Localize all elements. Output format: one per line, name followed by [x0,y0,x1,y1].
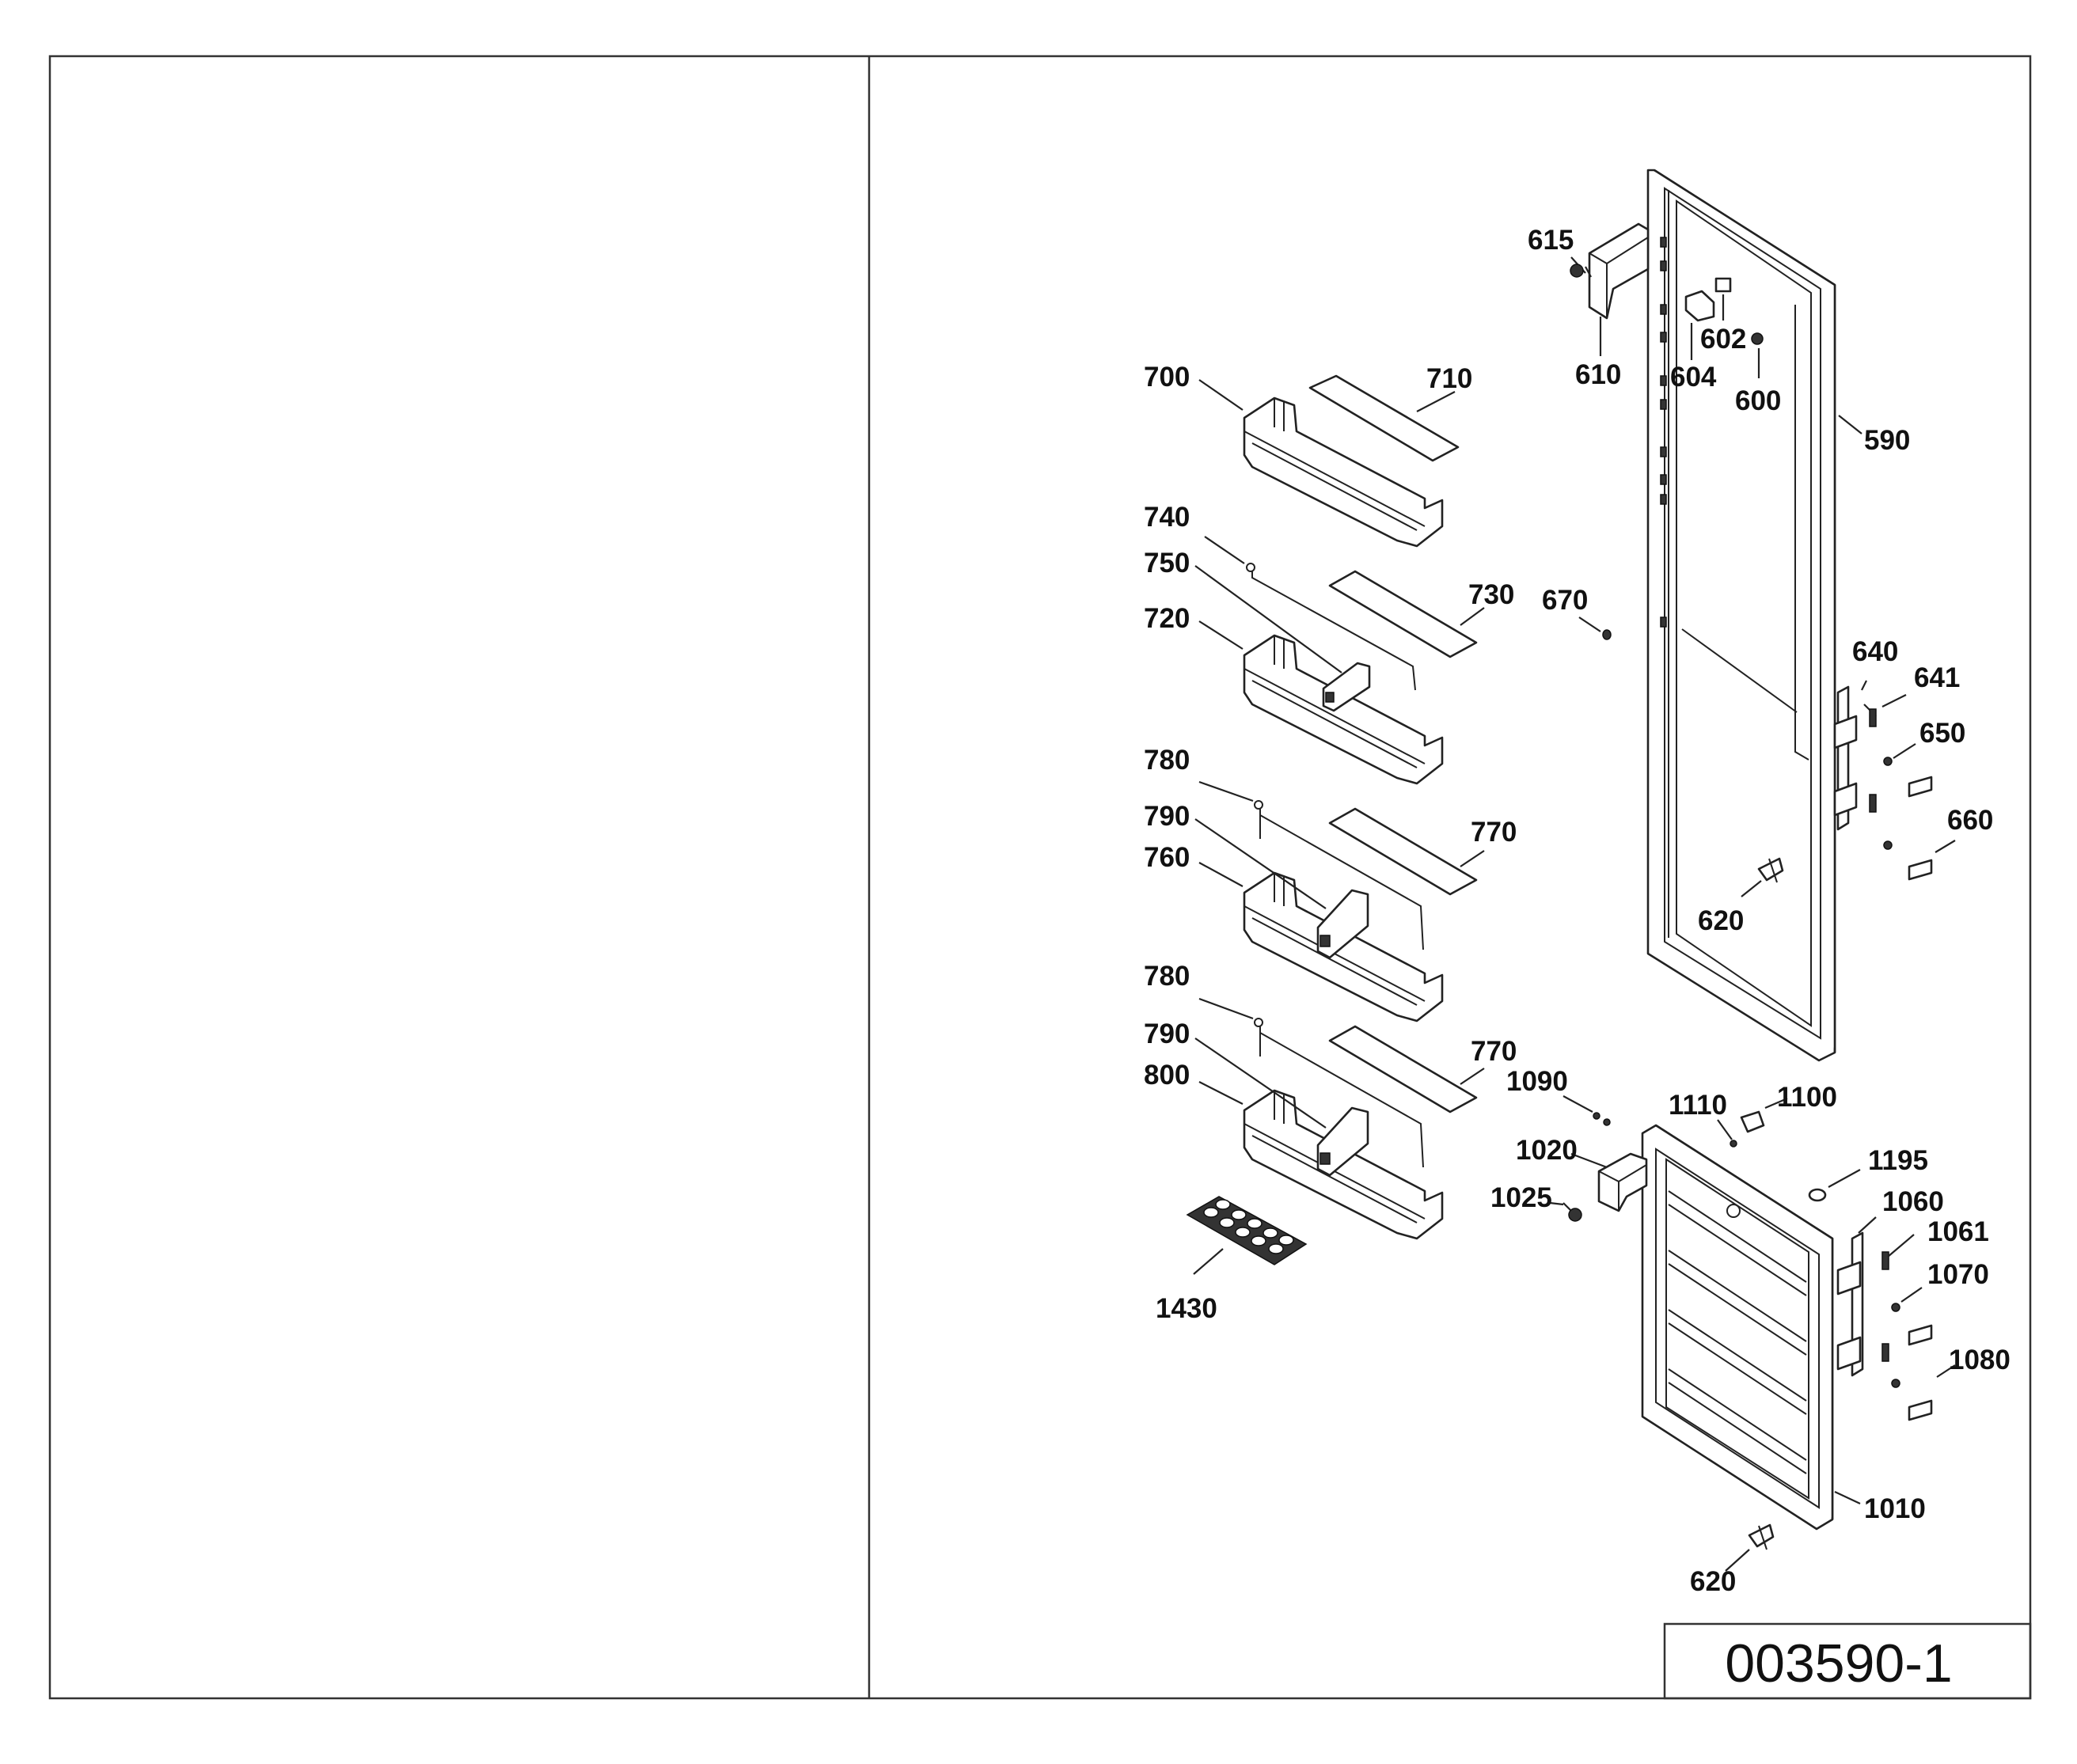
label-620-upper: 620 [1698,905,1744,936]
cover-1080 [1908,1324,1933,1421]
label-670: 670 [1542,585,1588,616]
label-1430: 1430 [1156,1293,1217,1324]
label-1070: 1070 [1927,1259,1989,1290]
screw-650 [1883,757,1893,850]
part-1090 [1593,1112,1611,1126]
hinge-640 [1833,685,1858,831]
label-615: 615 [1528,225,1574,256]
part-1100 [1740,1110,1765,1133]
part-602 [1714,277,1732,293]
hinge-1060 [1836,1231,1864,1377]
label-1060: 1060 [1882,1186,1944,1217]
shelf-insert-730 [1328,570,1478,658]
label-1090: 1090 [1506,1066,1568,1097]
part-604 [1684,290,1715,322]
label-620-lower: 620 [1690,1566,1736,1597]
part-1195 [1808,1188,1827,1202]
divider-790b [1316,1106,1369,1177]
cover-660 [1908,776,1933,881]
label-1195: 1195 [1868,1145,1928,1176]
label-1100: 1100 [1777,1082,1837,1113]
label-610: 610 [1575,359,1621,390]
label-1080: 1080 [1949,1345,2011,1375]
screw-615 [1570,256,1586,278]
screw-1061 [1881,1251,1889,1362]
sheet-border [48,55,2032,1700]
label-780-first: 780 [1144,745,1190,776]
bracket-610 [1588,222,1650,320]
label-770-first: 770 [1471,817,1517,848]
label-660: 660 [1947,805,1993,836]
screw-641 [1863,704,1877,813]
shelf-insert-770a [1328,807,1478,896]
door-shelf-720 [1243,634,1444,785]
label-1020: 1020 [1516,1135,1578,1166]
label-710: 710 [1426,363,1472,394]
label-800: 800 [1144,1060,1190,1091]
drawing-number: 003590-1 [1725,1633,1952,1694]
bracket-1020 [1597,1152,1648,1212]
label-700: 700 [1144,362,1190,393]
wire-780a [1254,800,1424,950]
egg-tray-1430 [1186,1196,1308,1265]
upper-door-590 [1646,169,1836,1062]
label-590: 590 [1864,425,1910,456]
hinge-pin-620-upper [1757,857,1784,883]
screw-1110 [1730,1140,1737,1148]
screw-1025 [1562,1202,1582,1222]
label-1010: 1010 [1864,1493,1926,1524]
label-760: 760 [1144,842,1190,873]
label-640: 640 [1852,636,1898,667]
plug-670 [1602,629,1612,640]
hinge-pin-620-lower [1748,1523,1775,1550]
lower-door-1010 [1641,1124,1834,1531]
label-650: 650 [1919,718,1965,749]
shelf-insert-770b [1328,1025,1478,1113]
wire-740 [1246,563,1416,691]
label-780-second: 780 [1144,961,1190,992]
door-shelf-700 [1243,396,1444,548]
label-730: 730 [1468,579,1514,610]
label-750: 750 [1144,548,1190,579]
label-1061: 1061 [1927,1216,1989,1247]
leader-lines [1193,266,1956,1572]
label-604: 604 [1670,362,1717,393]
label-770-second: 770 [1471,1036,1517,1067]
wire-780b [1254,1018,1424,1168]
shelf-insert-710 [1308,374,1460,462]
label-600: 600 [1735,385,1781,416]
label-720: 720 [1144,603,1190,634]
divider-790a [1316,889,1369,959]
label-602: 602 [1700,324,1746,355]
label-740: 740 [1144,502,1190,533]
label-1025: 1025 [1490,1182,1552,1213]
part-600 [1751,332,1764,345]
screw-1070 [1891,1303,1900,1388]
label-1110: 1110 [1669,1090,1727,1121]
label-641: 641 [1914,662,1960,693]
divider-750 [1322,662,1371,712]
part-labels: 615 610 604 602 600 590 700 710 740 750 … [1144,225,2011,1597]
label-790-second: 790 [1144,1019,1190,1049]
title-block [1663,1622,2032,1700]
label-790-first: 790 [1144,801,1190,832]
